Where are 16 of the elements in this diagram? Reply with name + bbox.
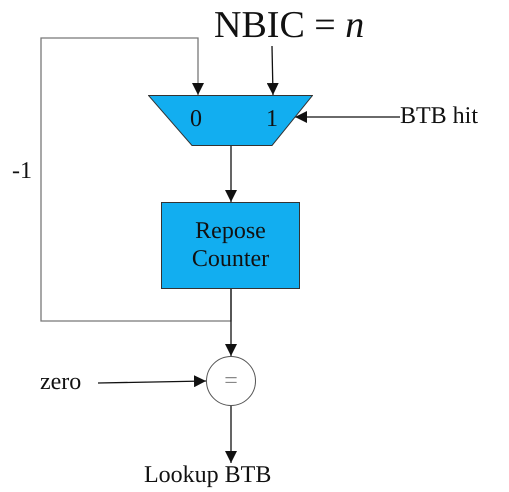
signal-label: Lookup BTB [144,463,272,487]
arrow [225,406,237,463]
arrow [295,111,400,123]
arrow [98,375,206,388]
input-number: 0 [190,107,202,131]
multiplexer [148,95,313,146]
arrow [225,146,237,202]
arrow [40,37,232,322]
signal-label: BTB hit [400,104,478,128]
process-box: Repose Counter [161,202,300,289]
comparator-circle: = [206,356,256,406]
signal-label: NBIC = n [214,6,364,44]
arrow [266,46,279,96]
input-number: 1 [266,107,278,131]
signal-label: zero [40,370,82,394]
arrow [225,289,237,356]
